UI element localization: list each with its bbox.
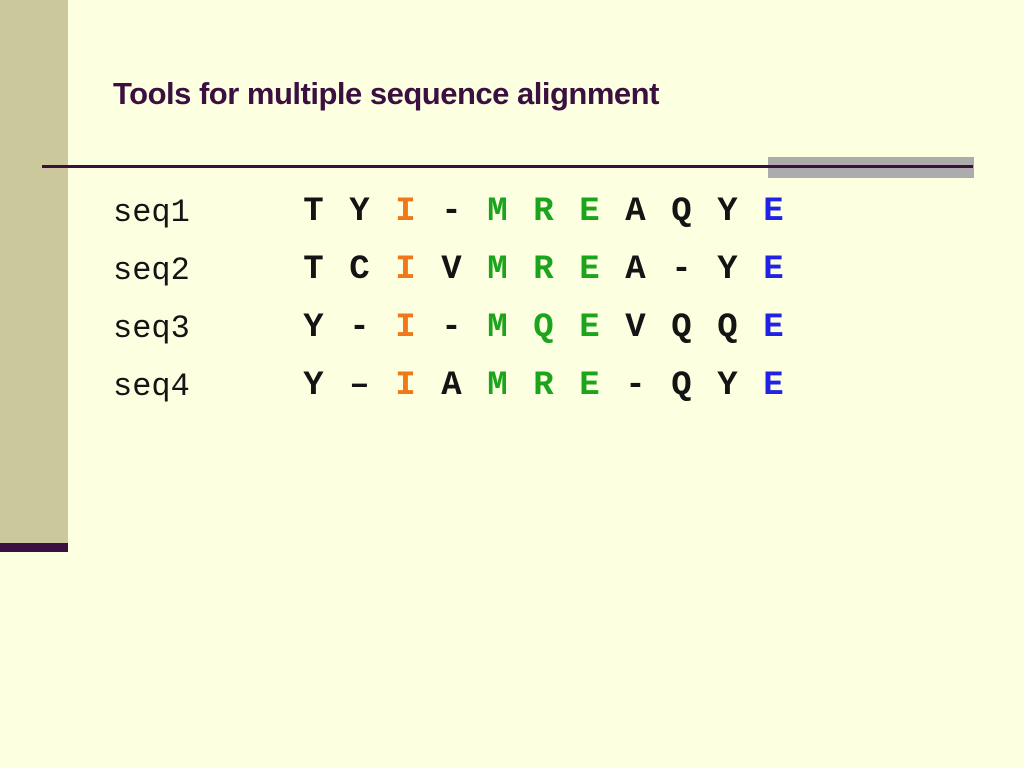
sequence-label: seq1	[113, 193, 190, 231]
residue: -	[671, 251, 692, 289]
slide-title: Tools for multiple sequence alignment	[113, 76, 659, 111]
residue: Q	[717, 309, 738, 347]
residue: I	[395, 193, 416, 231]
residue: E	[579, 251, 600, 289]
sequence-label: seq3	[113, 309, 190, 347]
divider-line	[42, 165, 973, 168]
residue: A	[625, 251, 646, 289]
residue: Q	[533, 309, 554, 347]
residue: I	[395, 309, 416, 347]
residue: A	[441, 367, 462, 405]
residue: V	[441, 251, 462, 289]
residue: M	[487, 367, 508, 405]
residue: R	[533, 367, 554, 405]
residue: C	[349, 251, 370, 289]
residue: Q	[671, 367, 692, 405]
residue: I	[395, 367, 416, 405]
residue: –	[349, 367, 370, 405]
sidebar-decoration	[0, 0, 68, 543]
residue: T	[303, 251, 324, 289]
residue: E	[763, 367, 784, 405]
residue: -	[625, 367, 646, 405]
residue: E	[763, 251, 784, 289]
residue: E	[763, 309, 784, 347]
residue: -	[441, 193, 462, 231]
residue: Y	[303, 367, 324, 405]
residue: A	[625, 193, 646, 231]
residue: E	[579, 367, 600, 405]
residue: -	[349, 309, 370, 347]
residue: E	[763, 193, 784, 231]
residue: Y	[717, 367, 738, 405]
residue: I	[395, 251, 416, 289]
residue: E	[579, 193, 600, 231]
sequence-label: seq4	[113, 367, 190, 405]
residue: Y	[717, 251, 738, 289]
residue: E	[579, 309, 600, 347]
residue: M	[487, 309, 508, 347]
sequence-label: seq2	[113, 251, 190, 289]
residue: M	[487, 251, 508, 289]
residue: T	[303, 193, 324, 231]
residue: Y	[717, 193, 738, 231]
residue: -	[441, 309, 462, 347]
residue: M	[487, 193, 508, 231]
residue: R	[533, 251, 554, 289]
sidebar-footer-bar	[0, 543, 68, 552]
residue: R	[533, 193, 554, 231]
residue: Q	[671, 193, 692, 231]
residue: V	[625, 309, 646, 347]
residue: Q	[671, 309, 692, 347]
residue: Y	[349, 193, 370, 231]
residue: Y	[303, 309, 324, 347]
